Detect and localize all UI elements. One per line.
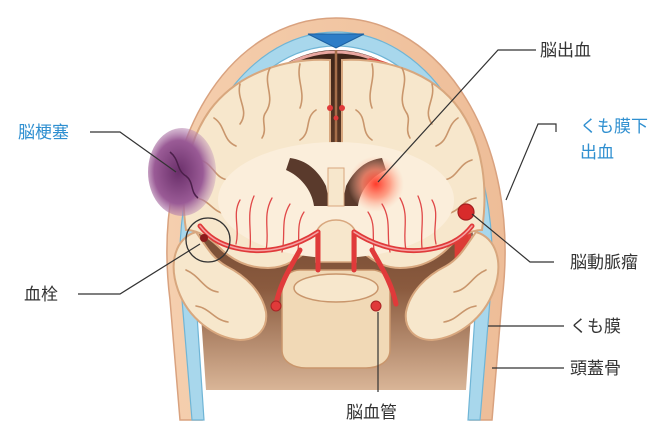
label-cerebral-infarction: 脳梗塞 <box>18 123 69 143</box>
hemorrhage-spot <box>348 156 404 212</box>
label-skull: 頭蓋骨 <box>570 359 621 379</box>
label-arachnoid: くも膜 <box>570 317 621 337</box>
leader-subarachnoid <box>506 124 556 200</box>
label-cerebral-aneurysm: 脳動脈瘤 <box>570 253 638 273</box>
label-subarachnoid-hemorrhage-line1: くも膜下 <box>580 117 648 137</box>
label-cerebral-vessel: 脳血管 <box>346 403 397 423</box>
label-subarachnoid-hemorrhage-line2: 出血 <box>580 143 614 163</box>
label-cerebral-hemorrhage: 脳出血 <box>540 41 591 61</box>
label-thrombus: 血栓 <box>24 285 58 305</box>
aneurysm <box>458 204 474 220</box>
